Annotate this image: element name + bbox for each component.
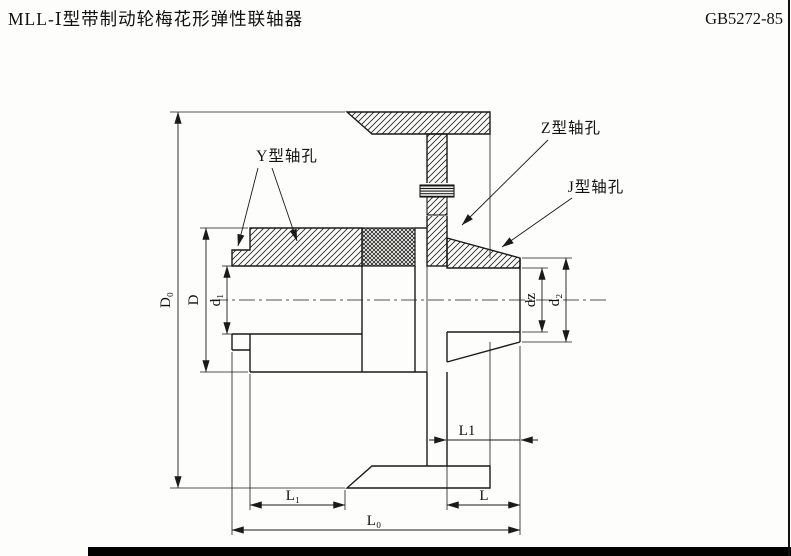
dim-label-L: L	[479, 488, 488, 504]
dim-label-d0: D₀	[158, 292, 174, 308]
section-view	[231, 111, 521, 269]
leader-z-hole	[461, 139, 549, 226]
leader-y-hole-2	[237, 167, 259, 247]
outline-view	[231, 134, 521, 489]
brake-wheel-rim-bottom	[345, 465, 491, 489]
dim-label-L0: L₀	[367, 513, 381, 529]
bolt-head	[419, 184, 455, 198]
dim-label-d2: d₂	[547, 294, 563, 307]
callout-z-hole: Z型轴孔	[541, 119, 601, 137]
dimension-L0	[231, 352, 521, 535]
sheet-border	[88, 0, 791, 556]
dim-label-d1: d₁	[208, 294, 224, 307]
dimension-d2	[522, 257, 572, 343]
drawing-title: MLL-Ⅰ型带制动轮梅花形弹性联轴器	[8, 9, 303, 29]
dimension-L	[446, 446, 521, 535]
brake-wheel-rim-top	[345, 111, 491, 135]
sheet-right-border	[788, 0, 790, 556]
dim-label-L1-mid: L1	[459, 423, 476, 439]
callout-j-hole: J型轴孔	[568, 178, 625, 196]
dimension-L1-mid	[429, 346, 538, 446]
dimension-L1-bottom	[249, 374, 346, 510]
standard-number: GB5272-85	[705, 9, 783, 28]
callout-leaders	[237, 139, 573, 248]
right-hub-bottom-edge	[446, 341, 521, 363]
dimension-D0	[170, 111, 345, 489]
dimensions	[170, 111, 572, 535]
sheet-bottom-border	[88, 547, 791, 556]
dimension-d1	[222, 265, 232, 335]
labels: MLL-Ⅰ型带制动轮梅花形弹性联轴器 GB5272-85 Y型轴孔 Z型轴孔 J…	[8, 9, 783, 529]
callout-y-hole: Y型轴孔	[256, 147, 318, 165]
leader-y-hole	[271, 167, 298, 242]
dim-label-D: D	[186, 294, 202, 305]
leader-j-hole	[501, 197, 573, 248]
elastomer-element	[361, 227, 416, 267]
dimension-dz	[522, 267, 548, 333]
dim-label-dz: dz	[523, 293, 539, 308]
dim-label-L1: L₁	[286, 488, 300, 504]
bolt-shank	[426, 196, 448, 216]
fastener-detail	[418, 183, 456, 216]
dimension-D	[200, 227, 248, 373]
left-hub-section	[231, 227, 363, 267]
